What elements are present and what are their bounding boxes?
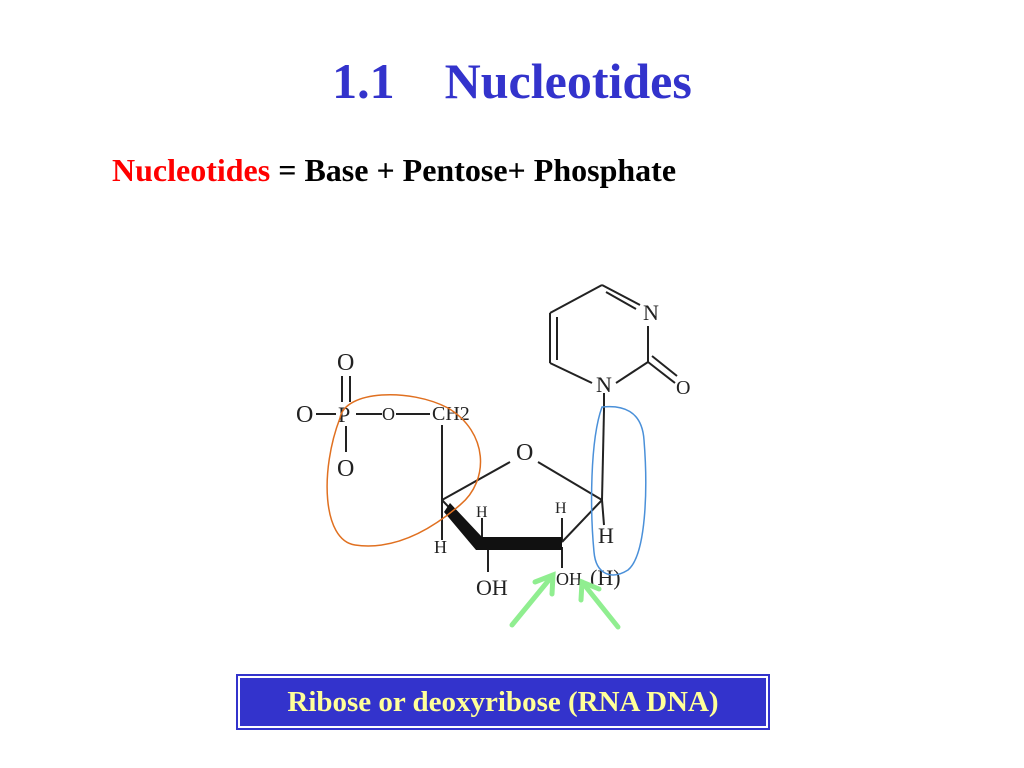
sugar-ring-front-bond [444,503,562,550]
ring-oxygen-label: O [516,440,533,466]
phosphate-ester-highlight-loop [326,393,482,547]
nucleotide-equation: Nucleotides = Base + Pentose+ Phosphate [112,152,676,189]
ester-oxygen-label: O [382,404,395,424]
base-oxygen-label: O [676,377,690,399]
c3-hydrogen-label: H [476,504,488,521]
c2-hydrogen-label: H [555,500,567,517]
base-nitrogen-label: N [643,300,659,325]
slide-title: 1.1 Nucleotides [332,53,692,109]
phosphate-oxygen-left-label: O [296,402,313,428]
base-nitrogen-glycosidic-label: N [596,372,612,397]
c2-position-arrows [509,571,621,630]
phosphate-bonds [316,376,430,452]
phosphate-oxygen-top-label: O [337,350,354,376]
glycosidic-bond-highlight-loop [590,405,647,576]
sugar-caption-box: Ribose or deoxyribose (RNA DNA) [236,674,770,730]
c1-hydrogen-label: H [598,523,614,548]
phosphate-oxygen-bottom-label: O [337,456,354,482]
c4-hydrogen-label: H [434,537,447,557]
ch2-group-label: CH2 [432,403,470,425]
c3-hydroxyl-label: OH [476,575,508,600]
equation-rest: = Base + Pentose+ Phosphate [270,152,677,188]
equation-highlight: Nucleotides [112,152,271,188]
phosphorus-label: P [338,402,350,427]
c2-hydroxyl-label: OH [556,569,582,589]
